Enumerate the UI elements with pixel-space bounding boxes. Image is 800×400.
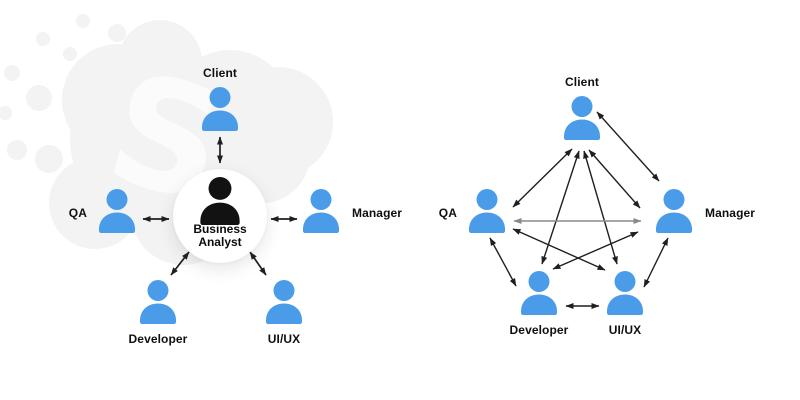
watermark-dot — [35, 145, 63, 173]
watermark-dot — [4, 65, 20, 81]
arrow-qa-uiux — [512, 228, 606, 271]
watermark-dot — [7, 140, 27, 160]
watermark-dot — [0, 106, 12, 120]
person-icon — [519, 271, 559, 315]
watermark-dot — [26, 85, 52, 111]
watermark-blob — [223, 67, 333, 177]
watermark-dot — [108, 24, 126, 42]
person-icon — [200, 87, 240, 131]
person-icon — [467, 189, 507, 233]
node-label-developer: Developer — [128, 332, 188, 346]
arrow-client-developer — [541, 150, 580, 265]
node-label-client: Client — [203, 66, 237, 80]
watermark-dot — [80, 63, 114, 97]
left-node-developer: Developer — [129, 280, 187, 346]
arrow-qa-developer — [489, 237, 517, 287]
node-label-client: Client — [565, 75, 599, 89]
right-node-uiux: UI/UX — [605, 271, 645, 337]
watermark-dot — [76, 14, 90, 28]
node-label-developer: Developer — [509, 323, 569, 337]
business-analyst-hub: Business Analyst — [173, 169, 267, 263]
person-icon — [654, 189, 694, 233]
person-icon — [97, 189, 137, 233]
node-label-qa: QA — [68, 205, 87, 220]
node-label-uiux: UI/UX — [608, 323, 642, 337]
arrow-manager-uiux — [643, 237, 669, 288]
arrow-manager-developer — [552, 231, 639, 270]
person-icon — [562, 96, 602, 140]
arrow-client-manager — [588, 149, 641, 209]
watermark-dot — [36, 32, 50, 46]
right-node-developer: Developer — [510, 271, 568, 337]
person-icon — [301, 189, 341, 233]
right-node-manager: Manager — [654, 189, 755, 233]
left-node-manager: Manager — [301, 189, 402, 233]
watermark-blob — [118, 20, 202, 104]
node-label-manager: Manager — [705, 205, 756, 220]
person-icon — [138, 280, 178, 324]
left-node-qa: QA — [69, 189, 137, 233]
node-label-uiux: UI/UX — [267, 332, 301, 346]
left-node-client: Client — [200, 66, 240, 131]
watermark-dot — [63, 47, 77, 61]
business-analyst-icon — [198, 177, 242, 225]
arrow-developer-ba — [170, 251, 190, 276]
arrow-client-uiux — [583, 150, 618, 265]
person-icon — [605, 271, 645, 315]
arrow-uiux-ba — [249, 251, 267, 276]
left-node-uiux: UI/UX — [264, 280, 304, 346]
arrow-client-manager — [596, 111, 660, 182]
right-node-qa: QA — [439, 189, 507, 233]
right-node-client: Client — [562, 75, 602, 140]
business-analyst-label: Business Analyst — [193, 222, 247, 250]
person-icon — [264, 280, 304, 324]
node-label-manager: Manager — [352, 205, 403, 220]
node-label-qa: QA — [438, 205, 457, 220]
